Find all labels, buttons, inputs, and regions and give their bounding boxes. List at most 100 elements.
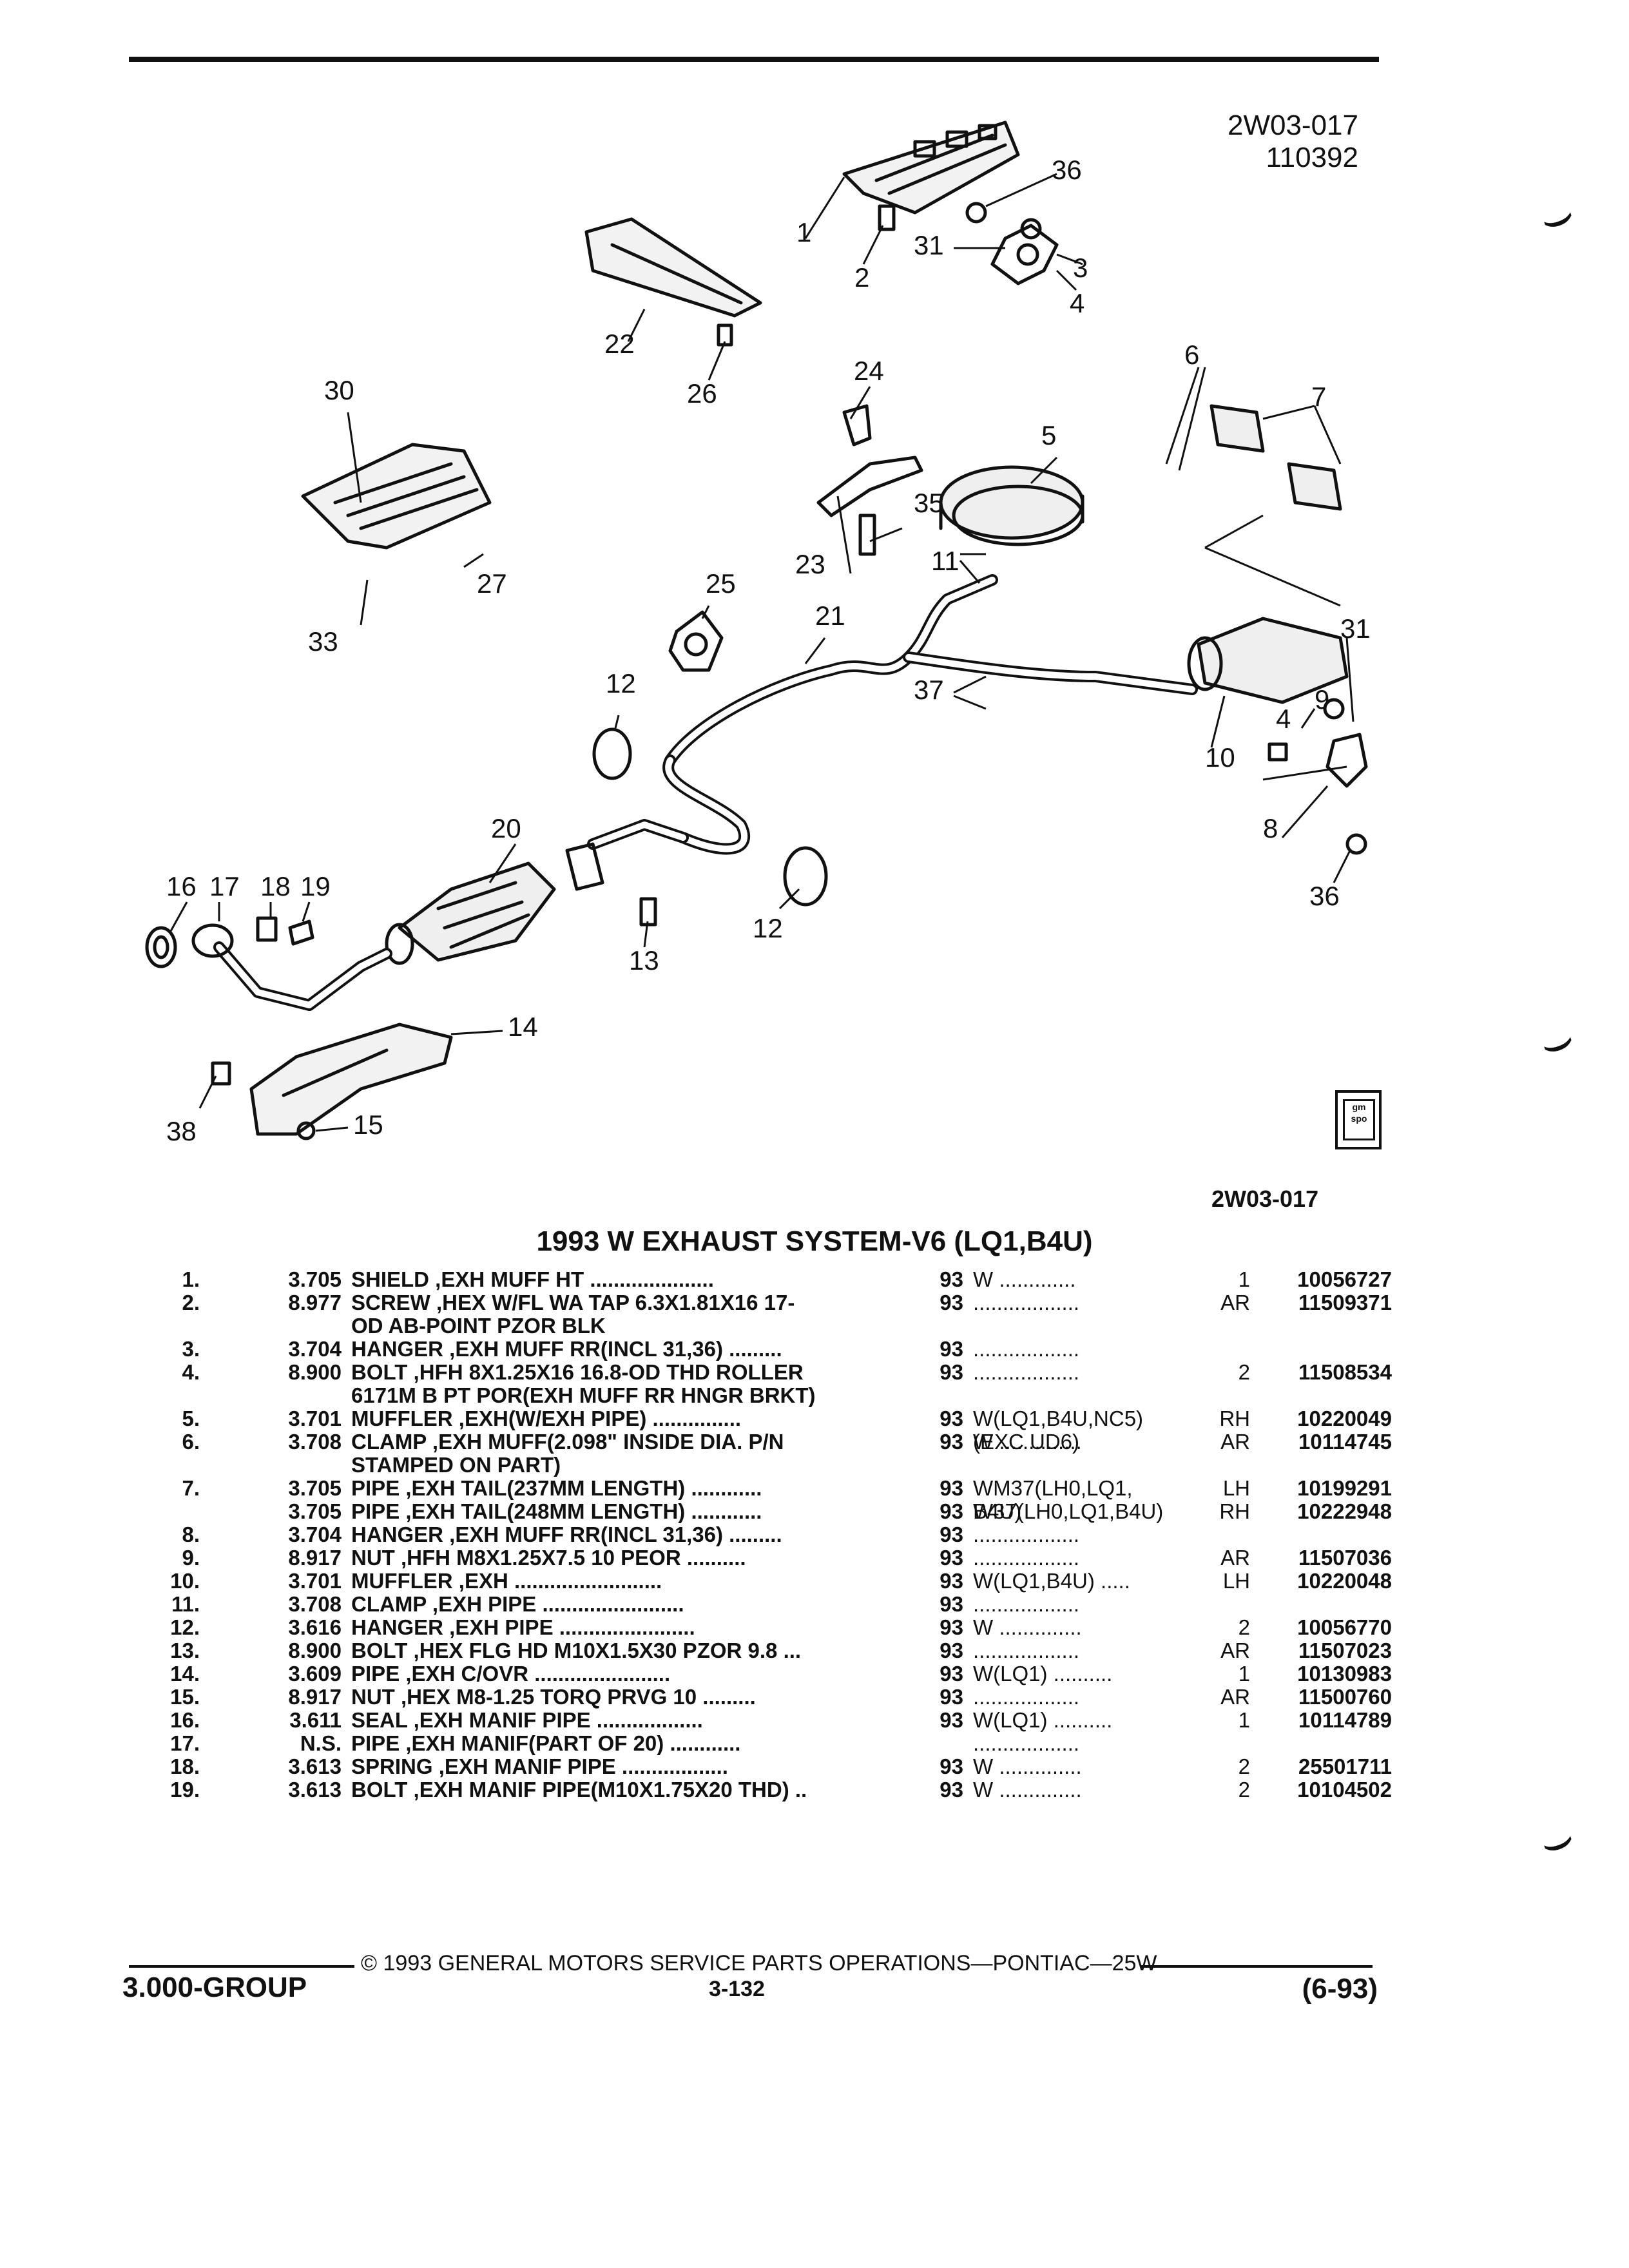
group-number: 3.613 (288, 1754, 342, 1778)
callout-4-rear: 4 (1276, 704, 1291, 734)
callout-13: 13 (629, 945, 659, 975)
part-description: BOLT ,HFH 8X1.25X16 16.8-OD THD ROLLER 6… (351, 1361, 996, 1407)
model-code: W(LQ1) .......... (973, 1708, 1113, 1732)
quantity: 1 (1238, 1662, 1250, 1686)
model-year: 93 (940, 1754, 963, 1778)
part-detail: ,EXH C/OVR ....................... (400, 1662, 671, 1686)
callout-1: 1 (796, 217, 811, 247)
footer-rule-left-segment (129, 1965, 354, 1968)
part-description: CLAMP ,EXH MUFF(2.098" INSIDE DIA. P/N S… (351, 1430, 996, 1477)
callout-25: 25 (706, 568, 736, 599)
muffler-10 (1187, 617, 1349, 704)
heat-shield-30 (301, 443, 492, 550)
part-number: 11508534 (1298, 1360, 1392, 1384)
part-name: NUT (351, 1546, 395, 1570)
model-year: 93 (940, 1569, 963, 1593)
part-description: MUFFLER ,EXH(W/EXH PIPE) ............... (351, 1407, 996, 1430)
callout-31-rear: 31 (1340, 613, 1371, 644)
part-detail: ,EXH TAIL(237MM LENGTH) ............ (400, 1476, 762, 1500)
quantity: 1 (1238, 1708, 1250, 1732)
part-description: HANGER ,EXH PIPE ....................... (351, 1616, 996, 1639)
group-number: 3.705 (288, 1476, 342, 1500)
quantity: AR (1220, 1639, 1250, 1662)
part-detail: ,EXH MANIF(PART OF 20) ............ (400, 1731, 741, 1755)
callout-7: 7 (1311, 381, 1326, 412)
callout-37: 37 (914, 675, 944, 705)
group-number: 3.708 (288, 1430, 342, 1454)
quantity: AR (1220, 1291, 1250, 1314)
item-number: 17. (170, 1731, 200, 1755)
model-year: 93 (940, 1430, 963, 1454)
quantity: LH (1222, 1569, 1250, 1593)
part-name: SEAL (351, 1708, 408, 1732)
part-name: PIPE (351, 1476, 400, 1500)
part-detail: ,HEX FLG HD M10X1.5X30 PZOR 9.8 ... (407, 1639, 802, 1662)
model-code: W .............. (973, 1430, 1082, 1454)
item-number: 15. (170, 1685, 200, 1709)
part-description: PIPE ,EXH MANIF(PART OF 20) ............ (351, 1732, 996, 1755)
model-year: 93 (940, 1360, 963, 1384)
quantity: 2 (1238, 1778, 1250, 1802)
figure-date: 110392 (1266, 142, 1358, 173)
part-description: HANGER ,EXH MUFF RR(INCL 31,36) ........… (351, 1523, 996, 1546)
figure-code-bottom: 2W03-017 (1211, 1186, 1319, 1212)
group-number: 3.704 (288, 1523, 342, 1546)
group-number: 3.705 (288, 1499, 342, 1523)
margin-mark: ⌣ (1531, 1807, 1583, 1873)
model-year: 93 (940, 1337, 963, 1361)
quantity: LH (1222, 1476, 1250, 1500)
callout-8: 8 (1263, 813, 1278, 843)
item-number: 4. (182, 1360, 200, 1384)
quantity: AR (1220, 1685, 1250, 1709)
item-number: 6. (182, 1430, 200, 1454)
group-number: 3.611 (289, 1708, 342, 1732)
footer-copyright: © 1993 GENERAL MOTORS SERVICE PARTS OPER… (361, 1951, 1157, 1975)
part-detail: ,EXH PIPE ....................... (443, 1615, 695, 1639)
item-number: 2. (182, 1291, 200, 1314)
part-number: 11507023 (1298, 1639, 1392, 1662)
gm-spo-logo-text: gm spo (1343, 1099, 1375, 1140)
item-number: 16. (170, 1708, 200, 1732)
footer-date: (6-93) (1302, 1973, 1378, 2004)
exhaust-diagram: 1 2 31 36 3 4 22 26 30 24 6 7 5 35 23 11… (145, 120, 1371, 1146)
model-year: 93 (940, 1407, 963, 1430)
part-description: PIPE ,EXH TAIL(237MM LENGTH) ...........… (351, 1477, 996, 1500)
group-number: N.S. (300, 1731, 342, 1755)
callout-17: 17 (209, 871, 240, 901)
footer-page-number: 3-132 (709, 1977, 765, 2001)
group-number: 3.609 (288, 1662, 342, 1686)
group-number: 8.900 (288, 1639, 342, 1662)
item-number: 19. (170, 1778, 200, 1802)
item-number: 10. (170, 1569, 200, 1593)
part-description: PIPE ,EXH TAIL(248MM LENGTH) ...........… (351, 1500, 996, 1523)
model-year: 93 (940, 1778, 963, 1802)
model-year: 93 (940, 1639, 963, 1662)
group-number: 8.977 (288, 1291, 342, 1314)
footer-group: 3.000-GROUP (122, 1972, 307, 2003)
part-name: BOLT (351, 1639, 408, 1662)
callout-22: 22 (604, 329, 635, 359)
part-number: 10056727 (1297, 1267, 1392, 1291)
part-description: SHIELD ,EXH MUFF HT ....................… (351, 1268, 996, 1291)
quantity: AR (1220, 1430, 1250, 1454)
part-detail: ,HEX W/FL WA TAP 6.3X1.81X16 17- OD AB-P… (351, 1291, 795, 1338)
model-year: 93 (940, 1267, 963, 1291)
model-code: W ............. (973, 1267, 1076, 1291)
callout-16: 16 (166, 871, 197, 901)
part-description: MUFFLER ,EXH ......................... (351, 1570, 996, 1593)
hanger-bracket-3 (990, 218, 1059, 285)
callout-38: 38 (166, 1116, 197, 1146)
callout-24: 24 (854, 356, 884, 386)
part-name: SCREW (351, 1291, 430, 1314)
part-detail: ,EXH MANIF PIPE .................. (407, 1708, 703, 1732)
callout-21: 21 (815, 601, 845, 631)
item-number: 5. (182, 1407, 200, 1430)
part-description: SPRING ,EXH MANIF PIPE .................… (351, 1755, 996, 1778)
